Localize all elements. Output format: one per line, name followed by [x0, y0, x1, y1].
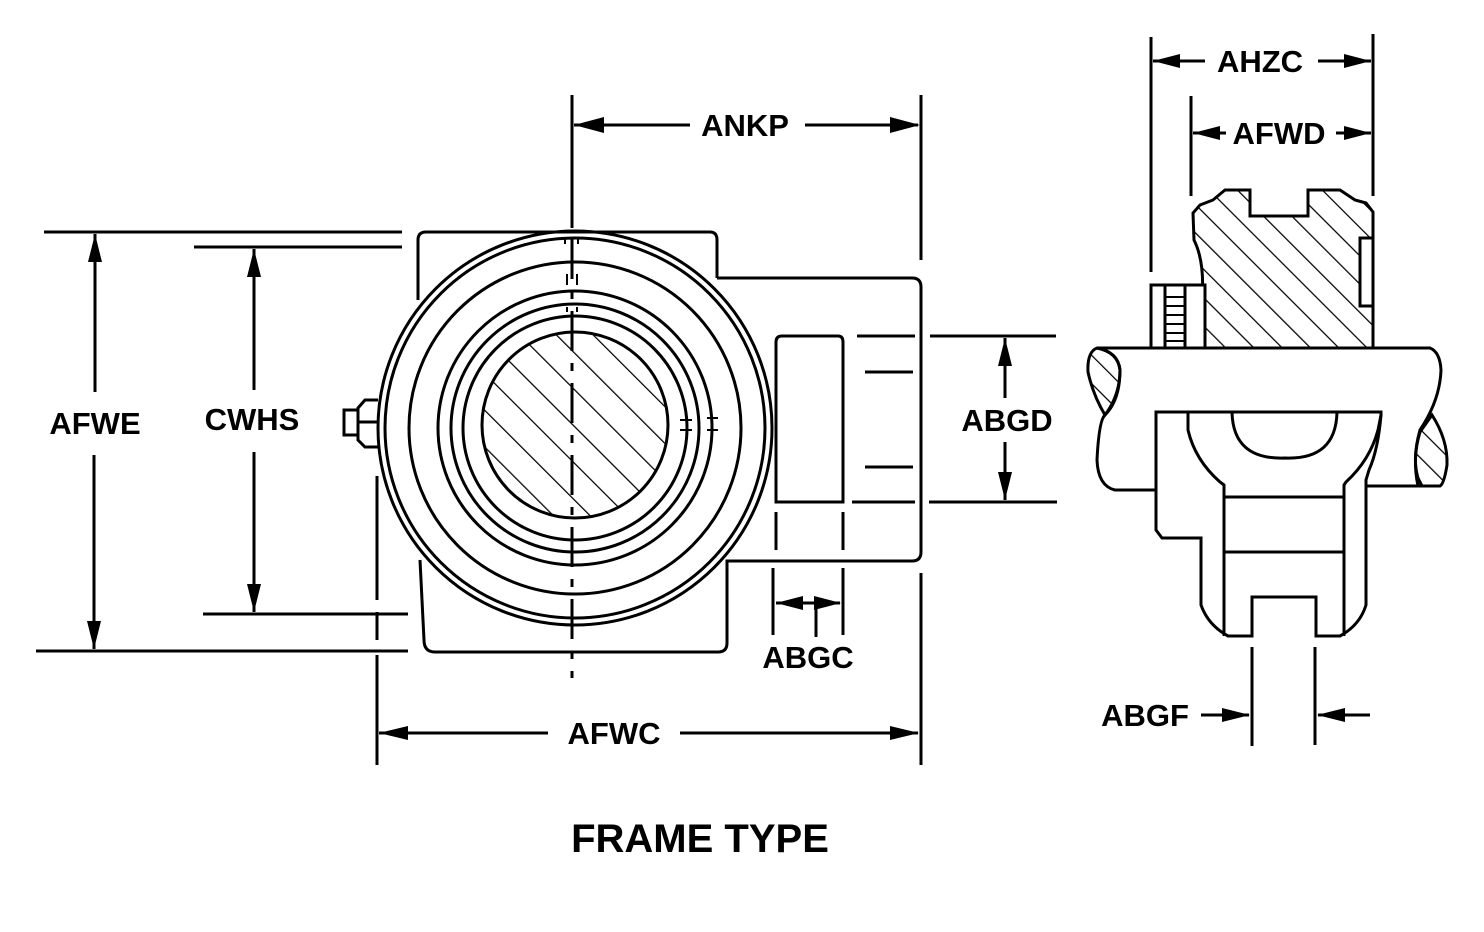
mounting-slot	[774, 334, 845, 504]
dimension-afwd: AFWD	[1189, 96, 1371, 196]
dimension-ankp: ANKP	[574, 95, 923, 260]
outer-ring	[376, 229, 774, 627]
dimension-afwe: AFWE	[36, 230, 408, 653]
dimension-cwhs: CWHS	[194, 245, 408, 616]
label-afwd: AFWD	[1233, 116, 1326, 151]
housing-base	[1154, 410, 1383, 638]
label-afwe: AFWE	[49, 406, 140, 441]
shaft-section	[480, 330, 670, 520]
label-cwhs: CWHS	[205, 402, 300, 437]
dimension-afwc: AFWC	[375, 476, 923, 765]
drawing-title: FRAME TYPE	[571, 817, 829, 861]
front-view	[342, 95, 923, 678]
label-abgc: ABGC	[762, 640, 853, 675]
label-ankp: ANKP	[701, 108, 789, 143]
label-abgf: ABGF	[1101, 698, 1189, 733]
set-screw	[342, 398, 378, 449]
label-afwc: AFWC	[568, 716, 661, 751]
dimension-abgc: ABGC	[762, 568, 854, 675]
side-view	[1086, 188, 1449, 638]
housing-section	[1191, 188, 1375, 350]
locking-collar	[1149, 283, 1207, 350]
dimension-abgf: ABGF	[1101, 647, 1370, 746]
shaft-side	[1095, 346, 1443, 492]
dimension-abgd: ABGD	[929, 334, 1057, 504]
label-ahzc: AHZC	[1217, 44, 1303, 79]
label-abgd: ABGD	[961, 403, 1052, 438]
dimension-ahzc: AHZC	[1149, 34, 1375, 272]
